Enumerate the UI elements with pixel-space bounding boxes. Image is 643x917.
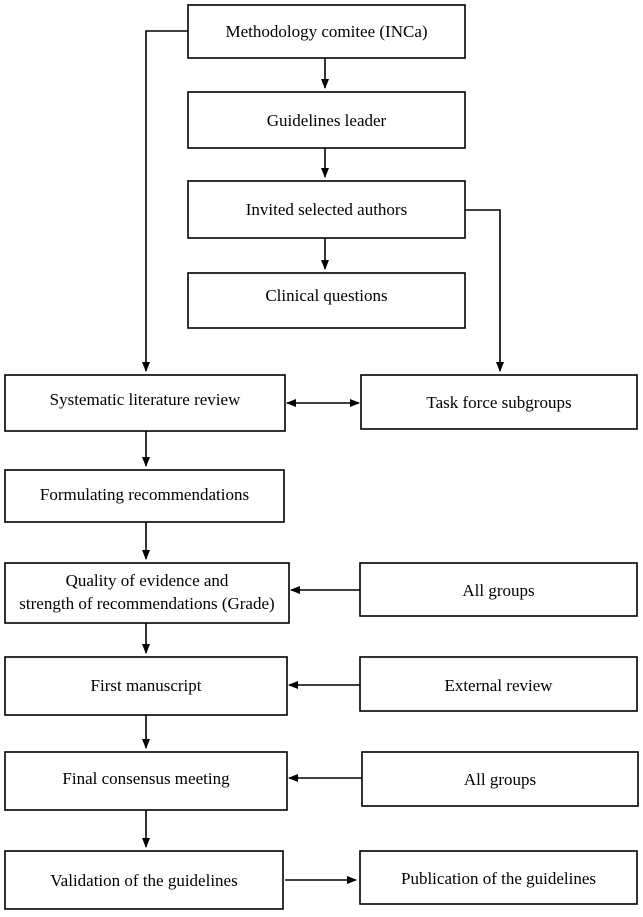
edge-methodology-review: [142, 30, 188, 372]
node-label: Task force subgroups: [426, 393, 571, 412]
node-review: Systematic literature review: [4, 374, 286, 432]
node-allgroups-2: All groups: [361, 751, 639, 807]
node-label: Guidelines leader: [267, 111, 387, 130]
node-label-line1: Quality of evidence and: [66, 571, 229, 590]
node-label: Publication of the guidelines: [401, 869, 596, 888]
node-leader: Guidelines leader: [187, 91, 466, 149]
node-quality: Quality of evidence and strength of reco…: [4, 562, 290, 624]
node-allgroups-1: All groups: [359, 562, 638, 617]
node-authors: Invited selected authors: [187, 180, 466, 239]
node-validation: Validation of the guidelines: [4, 850, 284, 910]
node-publication: Publication of the guidelines: [359, 850, 638, 905]
connectors: [142, 30, 504, 884]
node-label: All groups: [464, 770, 536, 789]
node-label-line2: strength of recommendations (Grade): [19, 594, 274, 613]
node-methodology: Methodology comitee (INCa): [187, 4, 466, 59]
node-label: First manuscript: [91, 676, 202, 695]
node-label: External review: [444, 676, 553, 695]
node-consensus: Final consensus meeting: [4, 751, 288, 811]
node-external: External review: [359, 656, 638, 712]
node-formulating: Formulating recommendations: [4, 469, 285, 523]
node-questions: Clinical questions: [187, 272, 466, 329]
node-manuscript: First manuscript: [4, 656, 288, 716]
node-label: Invited selected authors: [246, 200, 407, 219]
node-label: Validation of the guidelines: [50, 871, 237, 890]
node-label: Methodology comitee (INCa): [225, 22, 427, 41]
node-label: Systematic literature review: [50, 390, 241, 409]
node-taskforce: Task force subgroups: [360, 374, 638, 430]
node-label: Final consensus meeting: [62, 769, 230, 788]
node-label: All groups: [462, 581, 534, 600]
node-label: Clinical questions: [265, 286, 387, 305]
edge-authors-taskforce: [465, 209, 504, 372]
node-label: Formulating recommendations: [40, 485, 249, 504]
